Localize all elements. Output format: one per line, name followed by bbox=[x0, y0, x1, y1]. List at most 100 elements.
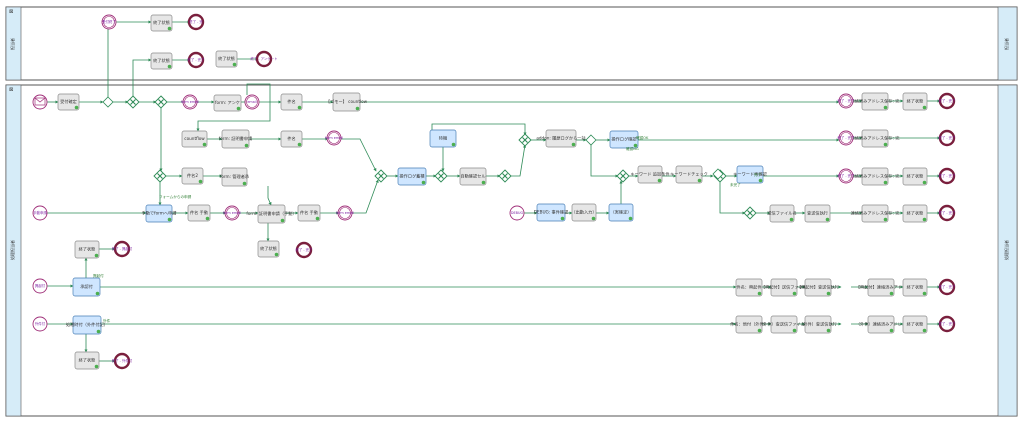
task-kaisha[interactable]: 処理時付（外件付記） bbox=[66, 315, 108, 335]
task-nyuryoku[interactable]: （出勤入力） bbox=[571, 203, 597, 222]
event-debug[interactable]: DEBUG bbox=[509, 205, 525, 221]
task-uketsuke[interactable]: 受付確定 bbox=[57, 93, 80, 111]
task-g-renraku[interactable]: （外件）連絡済みアドレス bbox=[856, 315, 906, 334]
task-end2[interactable]: 終了状態 bbox=[150, 52, 173, 70]
event-end-n[interactable]: 終了 - 完了 bbox=[838, 130, 856, 146]
task-tezuke[interactable]: 手動でformへ申請 bbox=[142, 204, 177, 223]
task-keyword2[interactable]: キーワードチェック bbox=[670, 165, 708, 184]
gateway-1[interactable] bbox=[126, 95, 140, 109]
event-based-gateway-1[interactable] bbox=[102, 96, 114, 108]
task-g-file[interactable]: （外件）查送信ファイル名 bbox=[759, 315, 809, 334]
task-kenmei-tezu2[interactable]: 件名 手動 bbox=[297, 204, 321, 222]
flow-label-f5: 確認NG bbox=[626, 146, 639, 151]
task-jidou[interactable]: 自動確認セル bbox=[459, 167, 487, 186]
event-uke-end[interactable]: 受付終了 bbox=[101, 14, 117, 30]
task-form-anke[interactable]: form: アンケ bbox=[213, 94, 242, 112]
task-label: 操作ログ確認 bbox=[611, 136, 637, 143]
task-kenmei2[interactable]: 件名 bbox=[280, 130, 303, 148]
event-end-a[interactable]: 終了 - 完 bbox=[187, 13, 205, 31]
task-hayabusa[interactable]: addon: 履歴ログから一括 bbox=[536, 129, 586, 148]
event-hatsu[interactable]: 興起付 bbox=[32, 278, 48, 294]
task-end12[interactable]: 終了状態 bbox=[74, 351, 100, 370]
task-kenmei1[interactable]: 件名 bbox=[280, 93, 303, 111]
task-countflow[interactable]: countflow bbox=[181, 130, 208, 148]
event-form-email[interactable]: form email bbox=[181, 94, 199, 110]
task-kenmei-tezu[interactable]: 件名 手動 bbox=[187, 204, 211, 222]
task-taiki[interactable]: 待機 bbox=[429, 129, 457, 148]
gateway-6[interactable] bbox=[518, 133, 532, 147]
task-kenmei-h[interactable]: 件名：興起件 bbox=[735, 278, 763, 297]
event-end-m[interactable]: 終了 - 完了 bbox=[838, 93, 856, 109]
event-end-b[interactable]: 終了 - 完了 bbox=[188, 51, 206, 69]
event-email3[interactable]: form email bbox=[325, 130, 343, 146]
gateway-5[interactable] bbox=[434, 169, 448, 183]
event-end-e[interactable]: 終了 - 完了 bbox=[939, 129, 957, 147]
task-renraku2[interactable]: 連絡済みアドレス保存: 完 bbox=[851, 129, 900, 148]
task-status-icon bbox=[94, 364, 99, 369]
task-status-icon bbox=[232, 62, 237, 67]
task-status-icon bbox=[198, 179, 203, 184]
sequence-flows bbox=[47, 20, 941, 363]
task-countrow[interactable]: 【ゴモー】 countlow bbox=[326, 92, 368, 112]
event-end-f[interactable]: 終了 - 完了 bbox=[939, 167, 957, 185]
task-h-file[interactable]: 【興起付】送信ファイル bbox=[761, 278, 807, 297]
event-end-g[interactable]: 終了 - 完了 bbox=[939, 204, 957, 222]
event-end-j[interactable]: 終了 - 完了 bbox=[939, 278, 957, 296]
event-email2[interactable]: email bbox=[244, 94, 260, 110]
task-label: 連絡済みアドレス保存: 完 bbox=[851, 173, 900, 180]
gateway-8[interactable] bbox=[616, 169, 630, 183]
gateway-2[interactable] bbox=[154, 95, 168, 109]
task-end1[interactable]: 終了状態 bbox=[150, 14, 173, 32]
task-end7[interactable]: 終了状態 bbox=[902, 204, 928, 223]
task-end5[interactable]: 終了状態 bbox=[902, 92, 928, 111]
task-end13[interactable]: 終了状態 bbox=[902, 315, 928, 334]
task-form-shomei[interactable]: form: 証明書申請 bbox=[219, 129, 252, 149]
task-end6[interactable]: 終了状態 bbox=[902, 167, 928, 186]
task-h-renraku[interactable]: 【興起付】連絡済みアドレ bbox=[856, 278, 906, 297]
task-end3[interactable]: 終了状態 bbox=[215, 50, 238, 68]
gateway-3[interactable] bbox=[153, 169, 167, 183]
event-manual[interactable]: 手動申請 bbox=[32, 205, 48, 221]
event-form-email3[interactable]: form email bbox=[336, 205, 354, 221]
event-form-email2[interactable]: form email bbox=[223, 205, 241, 221]
task-keyword3[interactable]: キーワード再確認 bbox=[733, 165, 768, 184]
sequence-flow bbox=[196, 83, 271, 132]
task-end4[interactable]: 終了状態 bbox=[257, 240, 280, 258]
event-end-c[interactable]: 終了 - アンケート bbox=[251, 50, 278, 68]
task-debug[interactable]: DEBUG: 事件確認 bbox=[534, 203, 569, 222]
task-kakunin[interactable]: （実確定） bbox=[608, 203, 634, 222]
task-kenmei-g[interactable]: 件名：他付（外件） bbox=[730, 315, 768, 334]
task-soushin[interactable]: 查送信執行 bbox=[804, 204, 831, 223]
event-gai[interactable]: 外件付 bbox=[32, 316, 48, 332]
gateway-4[interactable] bbox=[374, 169, 388, 183]
task-kyuu-file[interactable]: 送信ファイル名 bbox=[767, 204, 797, 223]
task-renraku1[interactable]: 連絡済みアドレス保存: 完 bbox=[851, 92, 900, 111]
task-h-send[interactable]: 【興起付】查送信執行 bbox=[797, 278, 839, 297]
event-based-gateway-3[interactable] bbox=[712, 168, 724, 180]
task-label: 手動でformへ申請 bbox=[142, 210, 177, 217]
event-end-l[interactable]: 終了 - 完了 bbox=[939, 315, 957, 333]
task-end10[interactable]: 終了状態 bbox=[74, 240, 100, 259]
task-renraku3[interactable]: 連絡済みアドレス保存: 完 bbox=[851, 167, 900, 186]
task-seiji[interactable]: 承認付 bbox=[72, 277, 101, 297]
event-end-k[interactable]: 終了 - 外件付 bbox=[112, 352, 133, 370]
event-end-d[interactable]: 終了 - 完了 bbox=[939, 92, 957, 110]
event-end-h[interactable]: 終了 - 完了 bbox=[296, 241, 314, 259]
task-label: 【興起付】查送信執行 bbox=[797, 284, 839, 291]
pool-2-marker-icon: ⊠ bbox=[9, 87, 13, 93]
task-kenmei3[interactable]: 件名2 bbox=[181, 167, 204, 185]
task-renraku4[interactable]: 連絡済みアドレス保存: 完 bbox=[851, 204, 900, 223]
event-end-i[interactable]: 終了 - 興起付 bbox=[112, 240, 133, 258]
task-sousa-log[interactable]: 操作ログ蓄積 bbox=[397, 167, 427, 186]
task-sousa-log2[interactable]: 操作ログ確認 bbox=[609, 130, 639, 149]
task-form-shomei2[interactable]: form: 証明書申請（手動） bbox=[246, 204, 297, 224]
task-form-kanri[interactable]: form: 管理者承 bbox=[220, 167, 250, 187]
gateway-7[interactable] bbox=[498, 169, 512, 183]
event-end-o[interactable]: 終了 - 完了 bbox=[838, 168, 856, 184]
task-end11[interactable]: 終了状態 bbox=[902, 278, 928, 297]
task-status-icon bbox=[421, 180, 426, 185]
event-based-gateway-2[interactable] bbox=[585, 134, 597, 146]
gateway-10[interactable] bbox=[743, 206, 757, 220]
task-keyword1[interactable]: キーワード 追加条件 bbox=[630, 165, 670, 184]
task-g-send[interactable]: （外件）查送信執行 bbox=[799, 315, 837, 334]
